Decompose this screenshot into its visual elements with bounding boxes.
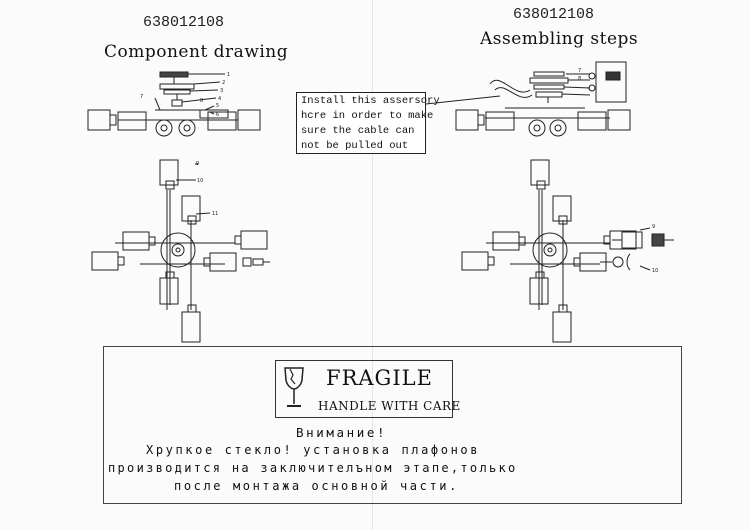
warning-line-3: после монтажа основной части.: [174, 479, 459, 493]
warning-heading: Внимание!: [296, 425, 388, 440]
callout-9: 9: [196, 161, 199, 167]
component-drawing-title: Component drawing: [104, 42, 289, 62]
right-product-code: 638012108: [513, 6, 595, 23]
callout-r10: 10: [652, 268, 658, 274]
callout-10: 10: [197, 178, 203, 184]
callout-2: 2: [222, 80, 225, 86]
callout-7: 7: [140, 94, 143, 100]
note-line-3: sure the cable can: [301, 125, 415, 137]
callout-r7: 7: [578, 68, 581, 74]
page-fold: [372, 0, 373, 530]
note-line-4: not be pulled out: [301, 140, 409, 152]
right-top-view: [461, 159, 674, 343]
installation-note: Install this assersory hcre in order to …: [296, 92, 440, 154]
left-top-view: [91, 159, 270, 343]
fragile-label: [275, 360, 453, 418]
callout-4: 4: [218, 96, 221, 102]
note-line-1: Install this assersory: [301, 95, 440, 107]
note-line-2: hcre in order to make: [301, 110, 434, 122]
right-side-view: [425, 61, 631, 137]
broken-glass-icon: [284, 367, 304, 407]
warning-panel: [103, 346, 682, 504]
warning-line-2: производится на заключителъном этапе,тол…: [108, 461, 518, 475]
callout-r9: 9: [652, 224, 655, 230]
left-side-view: [87, 71, 261, 137]
callout-1: 1: [227, 72, 230, 78]
fragile-title: FRAGILE: [326, 366, 433, 390]
callout-8: 8: [200, 98, 203, 104]
left-product-code: 638012108: [143, 14, 225, 31]
warning-line-1: Хрупкое стекло! установка плафонов: [146, 443, 481, 457]
fragile-subtitle: HANDLE WITH CARE: [318, 399, 461, 413]
callout-r8: 8: [578, 76, 581, 82]
callout-3: 3: [220, 88, 223, 94]
assembling-steps-title: Assembling steps: [480, 29, 639, 49]
callout-11: 11: [212, 211, 218, 217]
technical-drawings: 1 2 3 4 5 6 7 8 9 10 11 7 8 9 10: [87, 61, 674, 343]
callout-5: 5: [216, 103, 219, 109]
callout-6: 6: [216, 112, 219, 118]
